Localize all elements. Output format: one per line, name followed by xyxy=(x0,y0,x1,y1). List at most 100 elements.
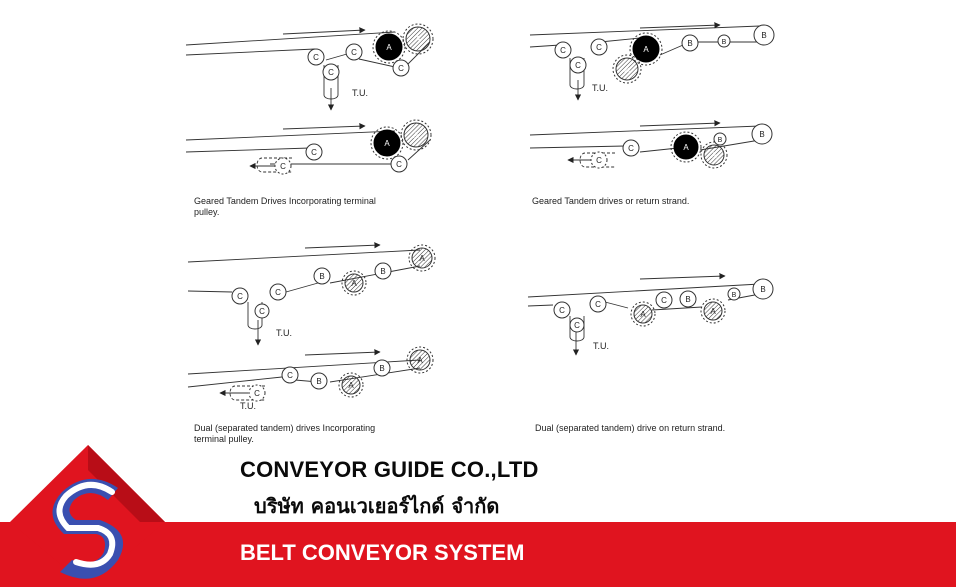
pulley-label-c: C xyxy=(596,156,602,165)
pulley-label-c: C xyxy=(628,144,634,153)
pulley-drive xyxy=(402,23,434,55)
take-up-label: T.U. xyxy=(592,83,608,93)
diagram-dual-return xyxy=(527,273,774,356)
pulley-label-b: B xyxy=(759,130,764,139)
pulley-bend xyxy=(752,278,774,300)
pulley-label-c: C xyxy=(311,148,317,157)
pulley-label-c: C xyxy=(254,389,260,398)
pulley-label-b: B xyxy=(718,137,723,144)
footer-banner xyxy=(0,522,956,587)
pulley-label-c: C xyxy=(287,371,293,380)
pulley-bend xyxy=(681,34,699,52)
pulley-label-c: C xyxy=(575,61,581,70)
pulley-drive xyxy=(372,30,406,64)
pulley-label-a: A xyxy=(417,356,423,365)
pulley-drive xyxy=(406,346,434,374)
take-up-label: T.U. xyxy=(593,341,609,351)
pulley-label-b: B xyxy=(379,364,384,373)
pulley-drive xyxy=(630,301,656,327)
pulley-label-c: C xyxy=(661,296,667,305)
pulley-snub xyxy=(622,139,640,157)
pulley-drive xyxy=(612,54,642,84)
pulley-label-a: A xyxy=(643,45,649,54)
pulley-label-b: B xyxy=(685,295,690,304)
pulley-label-a: A xyxy=(710,307,716,316)
pulley-drive xyxy=(700,141,728,169)
pulley-label-a: A xyxy=(640,310,646,319)
pulley-label-a: A xyxy=(683,143,689,152)
pulley-label-c: C xyxy=(595,300,601,309)
pulley-label-a: A xyxy=(711,151,717,160)
pulley-snub xyxy=(590,151,608,169)
pulley-bend xyxy=(713,132,727,146)
pulley-label-a: A xyxy=(351,279,357,288)
pulley-snub xyxy=(569,56,587,74)
pulley-label-a: A xyxy=(413,131,419,140)
caption-geared-terminal: Geared Tandem Drives Incorporating termi… xyxy=(194,196,376,217)
company-name-en: CONVEYOR GUIDE CO.,LTD xyxy=(240,457,539,482)
geared-terminal-upper xyxy=(185,27,431,111)
take-up-label: T.U. xyxy=(240,401,256,411)
company-logo-icon xyxy=(10,445,165,587)
pulley-bend xyxy=(373,359,391,377)
pulley-label-c: C xyxy=(328,68,334,77)
pulley-bend xyxy=(313,267,331,285)
caption-dual-return: Dual (separated tandem) drive on return … xyxy=(535,423,726,433)
pulley-label-b: B xyxy=(732,292,737,299)
pulley-snub xyxy=(569,317,585,333)
pulley-snub xyxy=(322,63,340,81)
pulley-drive xyxy=(700,298,726,324)
pulley-drive xyxy=(338,372,364,398)
pulley-label-c: C xyxy=(596,43,602,52)
pulley-snub xyxy=(390,155,408,173)
pulley-snub xyxy=(307,48,325,66)
pulley-label-b: B xyxy=(687,39,692,48)
take-up-label: T.U. xyxy=(352,88,368,98)
caption-dual-terminal: Dual (separated tandem) drives Incorpora… xyxy=(194,423,376,444)
pulley-snub xyxy=(345,43,363,61)
pulley-drive xyxy=(341,270,367,296)
pulley-label-a: A xyxy=(348,381,354,390)
pulley-label-c: C xyxy=(275,288,281,297)
pulley-label-c: C xyxy=(351,48,357,57)
pulley-snub xyxy=(231,287,249,305)
pulley-bend xyxy=(717,34,731,48)
pulley-bend xyxy=(727,287,741,301)
pulley-snub xyxy=(248,384,266,402)
pulley-snub xyxy=(269,283,287,301)
pulley-bend xyxy=(753,24,775,46)
pulley-label-b: B xyxy=(319,272,324,281)
pulley-label-c: C xyxy=(559,306,565,315)
pulley-label-a: A xyxy=(415,35,421,44)
pulley-bend xyxy=(751,123,773,145)
pulley-label-c: C xyxy=(398,64,404,73)
pulley-bend xyxy=(310,372,328,390)
pulley-snub xyxy=(589,295,607,313)
pulley-label-c: C xyxy=(259,307,265,316)
diagram-dual-terminal xyxy=(187,242,436,402)
banner-title: BELT CONVEYOR SYSTEM xyxy=(240,540,525,565)
pulley-bend xyxy=(679,290,697,308)
pulley-snub xyxy=(392,59,410,77)
pulley-label-c: C xyxy=(280,162,286,171)
pulley-label-a: A xyxy=(384,139,390,148)
pulley-label-c: C xyxy=(313,53,319,62)
dual-terminal-lower xyxy=(187,349,421,401)
pulley-snub xyxy=(305,143,323,161)
pulley-label-c: C xyxy=(574,321,580,330)
pulley-label-b: B xyxy=(316,377,321,386)
pulley-label-c: C xyxy=(396,160,402,169)
pulley-snub xyxy=(274,157,292,175)
pulley-drive xyxy=(670,131,702,163)
pulley-label-b: B xyxy=(722,39,727,46)
pulley-snub xyxy=(554,41,572,59)
pulley-snub xyxy=(553,301,571,319)
company-name-th: บริษัท คอนเวเยอร์ไกด์ จำกัด xyxy=(254,494,500,518)
pulley-label-c: C xyxy=(560,46,566,55)
geared-terminal-lower xyxy=(185,123,431,173)
caption-geared-return: Geared Tandem drives or return strand. xyxy=(532,196,690,206)
pulley-drive xyxy=(370,126,404,160)
pulley-drive xyxy=(629,32,663,66)
pulley-snub xyxy=(655,291,673,309)
